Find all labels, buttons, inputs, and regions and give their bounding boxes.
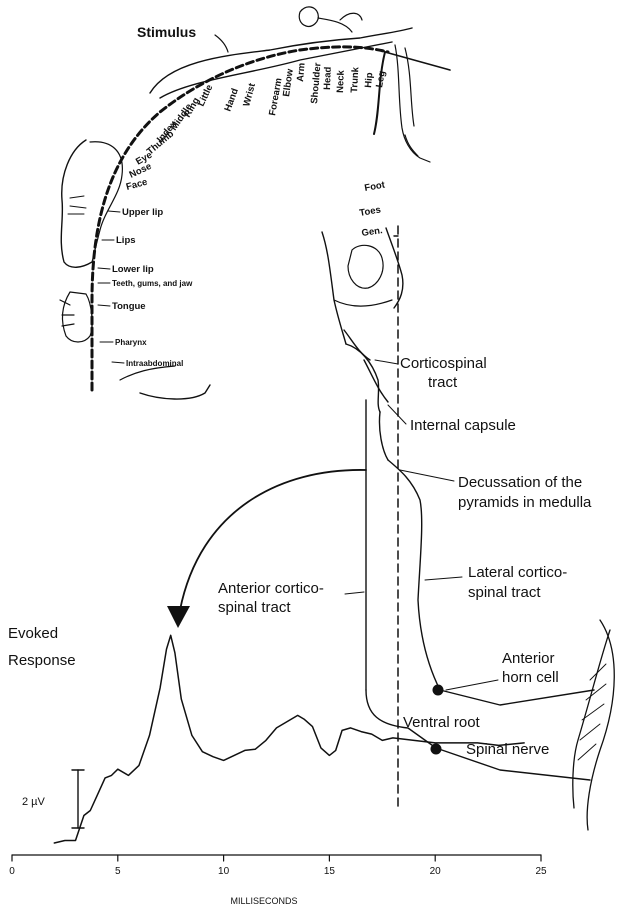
x-tick-label: 5: [115, 866, 121, 877]
label-lateral-1: Lateral cortico-: [468, 564, 567, 581]
x-tick-label: 20: [430, 866, 442, 877]
label-shoulder: Shoulder: [309, 62, 324, 104]
label-corticospinal-2: tract: [428, 374, 458, 391]
evoked-response-chart: 0 5 10 15 20 25 MILLISECONDS: [9, 635, 547, 906]
label-arm: Arm: [295, 62, 308, 82]
label-lower-lip: Lower lip: [112, 264, 154, 275]
label-anterior-1: Anterior cortico-: [218, 580, 324, 597]
label-hip: Hip: [363, 72, 375, 88]
ventral-root-dot: [431, 744, 442, 755]
label-hand: Hand: [222, 87, 241, 113]
label-neck: Neck: [335, 69, 347, 93]
label-corticospinal-1: Corticospinal: [400, 355, 487, 372]
label-internal-capsule: Internal capsule: [410, 417, 516, 434]
label-gen: Gen.: [361, 225, 383, 239]
label-foot: Foot: [364, 179, 387, 194]
label-tongue: Tongue: [112, 301, 146, 312]
label-pharynx: Pharynx: [115, 338, 147, 347]
label-horn-2: horn cell: [502, 669, 559, 686]
label-upper-lip: Upper lip: [122, 207, 163, 218]
label-lateral-2: spinal tract: [468, 584, 541, 601]
x-tick-label: 15: [324, 866, 336, 877]
label-decussation-2: pyramids in medulla: [458, 494, 592, 511]
label-toes: Toes: [359, 204, 382, 219]
label-leg: Leg: [374, 70, 388, 89]
evoked-response-trace: [54, 635, 524, 843]
scale-bar-label: 2 µV: [22, 796, 46, 808]
x-axis-ticks: 0 5 10 15 20 25: [9, 855, 547, 877]
evoked-label-1: Evoked: [8, 625, 58, 642]
label-intraabdominal: Intraabdominal: [126, 359, 183, 368]
label-horn-1: Anterior: [502, 650, 555, 667]
label-anterior-2: spinal tract: [218, 599, 291, 616]
x-tick-label: 0: [9, 866, 15, 877]
label-lips: Lips: [116, 235, 136, 246]
x-axis-label: MILLISECONDS: [230, 896, 297, 906]
homunculus-body-labels: Leg Hip Trunk Neck Head Shoulder Arm Elb…: [222, 62, 387, 117]
brainstem-outline: [322, 228, 403, 460]
lateral-tract-line: [366, 690, 590, 780]
label-face: Face: [125, 177, 149, 193]
label-trunk: Trunk: [349, 66, 361, 93]
label-head: Head: [322, 66, 334, 90]
anterior-horn-cell-dot: [433, 685, 444, 696]
homunculus-face-labels: Upper lip Lips Lower lip Teeth, gums, an…: [112, 207, 193, 368]
label-teeth: Teeth, gums, and jaw: [112, 279, 193, 288]
x-tick-label: 10: [218, 866, 230, 877]
homunculus-hand-labels: Little Ring Middle Index Thumb Eye Nose …: [125, 83, 215, 193]
x-tick-label: 25: [535, 866, 547, 877]
label-ventral-root: Ventral root: [403, 714, 481, 731]
label-wrist: Wrist: [241, 81, 258, 107]
muscle-figure: [573, 620, 614, 830]
stimulus-label: Stimulus: [137, 24, 196, 40]
label-decussation-1: Decussation of the: [458, 474, 582, 491]
homunculus-lower-labels: Foot Toes Gen.: [359, 179, 387, 239]
scale-bar: 2 µV: [22, 770, 84, 828]
evoked-label-2: Response: [8, 652, 76, 669]
arrowhead: [167, 606, 190, 628]
